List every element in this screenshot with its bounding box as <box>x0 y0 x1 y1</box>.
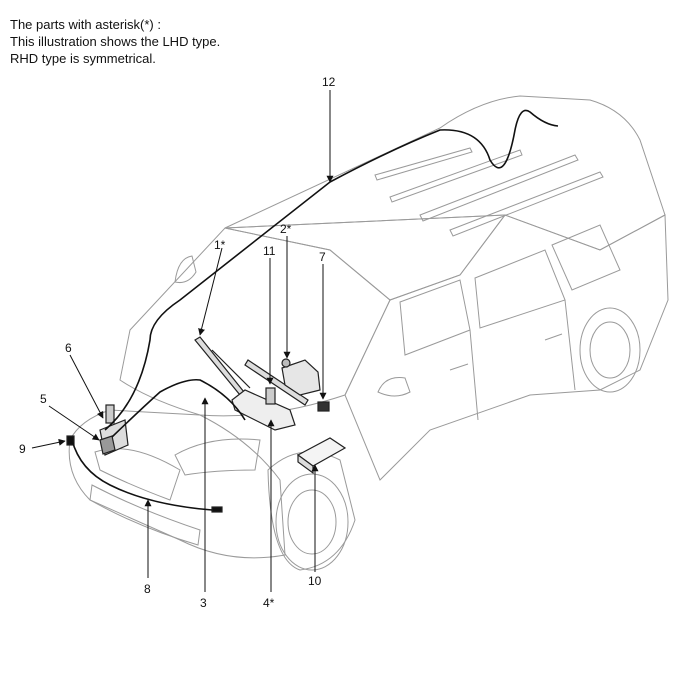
body-side <box>344 214 669 481</box>
callout-4: 4* <box>263 596 275 610</box>
washer-hose-connector <box>265 387 276 405</box>
washer-reservoir-neck <box>105 404 115 424</box>
rear-door-handle <box>544 333 563 341</box>
quarter-window <box>551 224 621 291</box>
rear-wheel <box>579 307 641 393</box>
vehicle-body <box>68 95 669 571</box>
wiper-linkage <box>231 389 296 431</box>
control-module-10-side <box>297 453 314 475</box>
callout-9: 9 <box>19 442 26 456</box>
front-door-line <box>469 329 479 421</box>
callout-8: 8 <box>144 582 151 596</box>
lower-intake <box>89 484 201 546</box>
rear-door-line <box>564 299 576 391</box>
front-side-window <box>399 279 471 356</box>
roof-rail-2 <box>389 149 523 203</box>
connector-9 <box>66 435 75 446</box>
callout-12: 12 <box>322 75 336 89</box>
wiper-blade-2 <box>244 359 309 406</box>
leader-5 <box>48 405 100 441</box>
callout-1: 1* <box>214 238 226 252</box>
callout-11: 11 <box>263 244 276 258</box>
grille <box>94 448 181 501</box>
note-lhd-type: This illustration shows the LHD type. <box>10 34 221 49</box>
hood <box>119 227 391 417</box>
hose-end-connector <box>211 506 223 513</box>
rear-washer-hose-12 <box>104 109 559 431</box>
wiper-arm-1 <box>211 349 251 389</box>
callout-6: 6 <box>65 341 72 355</box>
leader-1 <box>198 247 223 336</box>
callout-10: 10 <box>308 574 322 588</box>
components <box>66 336 347 513</box>
callout-2: 2* <box>280 222 292 236</box>
relay-7 <box>317 401 330 412</box>
headlamp <box>174 438 261 476</box>
leader-lines <box>31 90 334 592</box>
front-wheel <box>275 473 349 571</box>
rear-wheel-hub <box>589 321 631 379</box>
harness-lines <box>71 109 559 511</box>
washer-hose-8 <box>71 439 213 511</box>
leader-9 <box>31 438 66 449</box>
left-mirror <box>174 255 197 283</box>
note-asterisk: The parts with asterisk(*) : <box>10 17 161 32</box>
leader-6 <box>69 354 104 419</box>
side-mirror <box>377 377 411 397</box>
rear-side-window <box>474 249 566 329</box>
callout-5: 5 <box>40 392 47 406</box>
wiper-blade-1 <box>194 336 245 396</box>
note-rhd-symmetrical: RHD type is symmetrical. <box>10 51 156 66</box>
roof-outline <box>224 95 666 251</box>
front-door-handle <box>449 363 469 371</box>
wiper-motor <box>281 359 321 396</box>
front-wheel-hub <box>287 489 337 555</box>
diagram-notes: The parts with asterisk(*) : This illust… <box>10 16 220 67</box>
roof-rail-4 <box>449 171 604 237</box>
callout-7: 7 <box>319 250 326 264</box>
washer-hose-3 <box>111 378 246 438</box>
callout-3: 3 <box>200 596 207 610</box>
front-bumper <box>68 409 286 559</box>
wiper-motor-cap <box>281 358 291 368</box>
washer-pump <box>99 435 116 455</box>
roof-rail-1 <box>374 147 473 181</box>
